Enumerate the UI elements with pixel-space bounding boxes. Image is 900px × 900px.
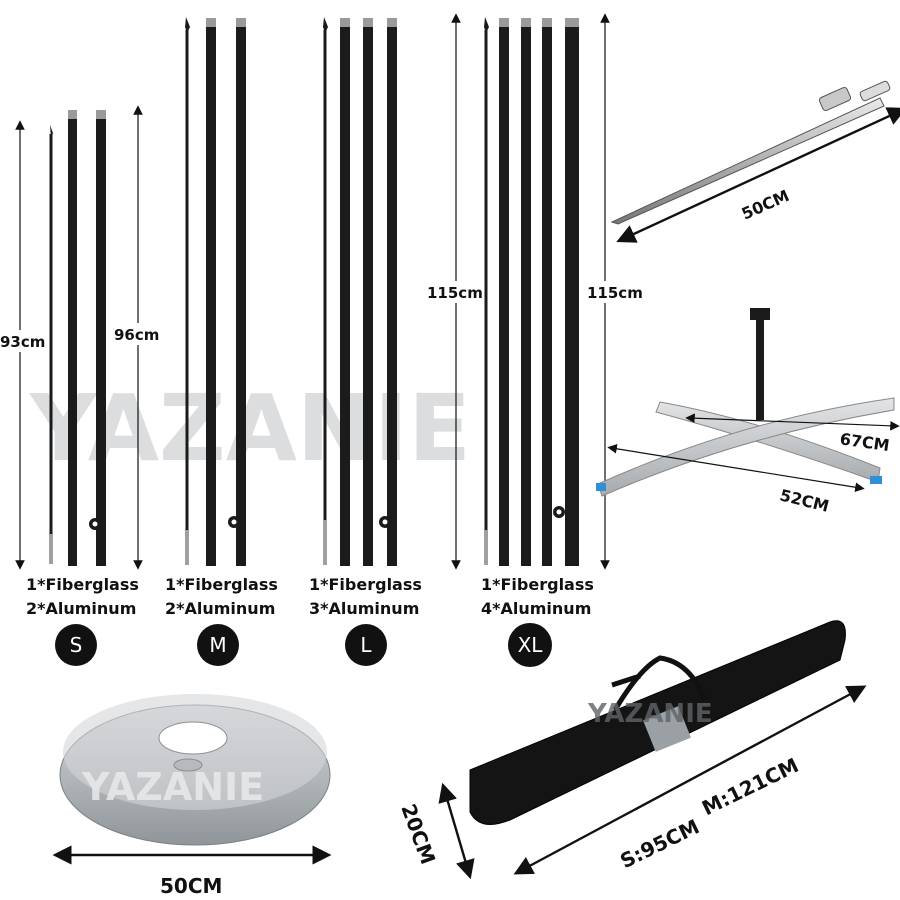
bag-height-label: 20CM: [396, 801, 440, 868]
size-badge-xl: XL: [508, 623, 552, 667]
svg-text:L: L: [360, 633, 372, 657]
dimension-96: 96cm: [114, 105, 160, 570]
kit-xl-line2: 4*Aluminum: [481, 599, 591, 618]
fiberglass-rod-m: [185, 17, 190, 565]
svg-text:XL: XL: [518, 633, 544, 657]
aluminum-pole-l-3: [379, 18, 397, 566]
kit-xl-line1: 1*Fiberglass: [481, 575, 594, 594]
watermark-base: YAZANIE: [81, 765, 264, 809]
cross-base: 67CM 52CM: [596, 308, 900, 516]
aluminum-pole-xl-4: [553, 18, 579, 566]
aluminum-pole-l-1: [340, 18, 350, 566]
size-badge-s: S: [55, 624, 97, 666]
ground-spike: 50CM: [610, 80, 900, 243]
base-diameter-label: 50CM: [160, 874, 222, 898]
aluminum-pole-s-2: [89, 110, 106, 566]
kit-s-line2: 2*Aluminum: [26, 599, 136, 618]
kit-m-line1: 1*Fiberglass: [165, 575, 278, 594]
kit-s-line1: 1*Fiberglass: [26, 575, 139, 594]
kit-l-line2: 3*Aluminum: [309, 599, 419, 618]
dimension-93: 93cm: [0, 120, 45, 570]
aluminum-pole-l-2: [363, 18, 373, 566]
fiberglass-rod-s: [49, 125, 53, 564]
kit-l-line1: 1*Fiberglass: [309, 575, 422, 594]
svg-text:S: S: [70, 633, 83, 657]
watermark-main: YAZANIE: [29, 375, 471, 482]
bag-medium-label: M:121CM: [698, 753, 802, 820]
fiberglass-rod-l: [323, 17, 328, 565]
height-label-96: 96cm: [114, 326, 159, 344]
aluminum-pole-m-1: [206, 18, 216, 566]
size-badge-m: M: [197, 624, 239, 666]
kit-m: 1*Fiberglass 2*Aluminum M: [165, 17, 278, 666]
bag-small-label: S:95CM: [616, 814, 703, 873]
size-badge-l: L: [345, 624, 387, 666]
height-label-115-right: 115cm: [587, 284, 643, 302]
dimension-115-xl: 115cm: [586, 13, 643, 570]
height-label-115-left: 115cm: [427, 284, 483, 302]
aluminum-pole-s-1: [68, 110, 77, 566]
cross-width-label: 52CM: [778, 485, 831, 516]
water-base: YAZANIE 50CM: [52, 694, 332, 898]
fiberglass-rod-xl: [484, 17, 489, 565]
aluminum-pole-m-2: [228, 18, 246, 566]
aluminum-pole-xl-1: [499, 18, 509, 566]
svg-text:M: M: [209, 633, 226, 657]
spike-length-label: 50CM: [739, 186, 792, 224]
kit-xl: 115cm 1*Fiberglass 4*Aluminum XL: [481, 13, 643, 667]
kit-s: 93cm 96cm 1*Fiberglass 2*Aluminum S: [0, 105, 160, 666]
height-label-93: 93cm: [0, 333, 45, 351]
kit-m-line2: 2*Aluminum: [165, 599, 275, 618]
aluminum-pole-xl-2: [521, 18, 531, 566]
aluminum-pole-xl-3: [542, 18, 552, 566]
cross-length-label: 67CM: [839, 429, 891, 455]
dimension-115-l: 115cm: [426, 13, 483, 570]
kit-l: 115cm 1*Fiberglass 3*Aluminum L: [309, 13, 483, 666]
watermark-bag: YAZANIE: [587, 699, 713, 729]
carry-bag: YAZANIE S:95CM M:121CM 20CM: [396, 620, 867, 880]
